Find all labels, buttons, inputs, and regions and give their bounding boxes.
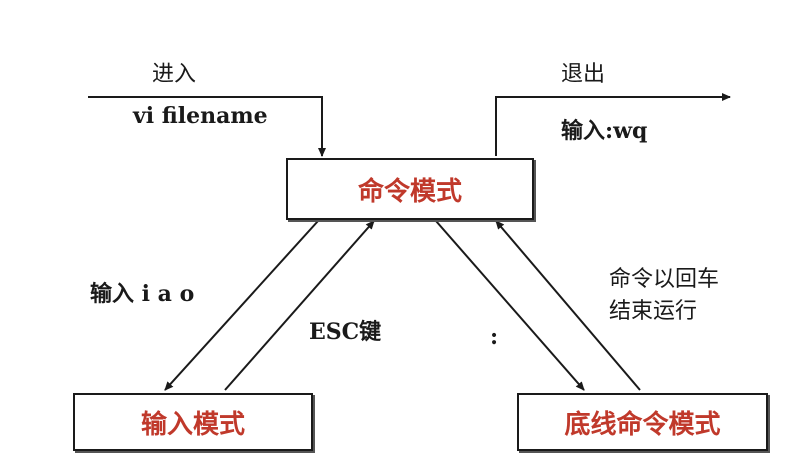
exit-command-label: 输入:wq	[561, 118, 648, 144]
insert-keys-label: 输入 i a o	[90, 281, 195, 307]
exit-arrow	[495, 93, 731, 156]
esc-key-label: ESC键	[309, 319, 382, 345]
lastline-mode-label: 底线命令模式	[564, 409, 721, 440]
return-arrow	[495, 220, 641, 391]
colon-arrow	[435, 220, 585, 391]
enter-arrow	[88, 96, 326, 157]
exit-label: 退出	[561, 62, 606, 87]
enter-command-label: vi filename	[133, 103, 268, 129]
colon-label: :	[490, 324, 499, 350]
insert-mode-label: 输入模式	[140, 409, 245, 440]
run-label: 命令以回车 结束运行	[609, 267, 720, 324]
command-mode-label: 命令模式	[357, 176, 462, 207]
insert-mode-box: 输入模式	[73, 393, 313, 451]
esc-arrow	[224, 220, 375, 391]
command-mode-box: 命令模式	[286, 158, 534, 220]
to-insert-arrow	[164, 220, 319, 391]
lastline-mode-box: 底线命令模式	[517, 393, 768, 451]
enter-label: 进入	[152, 62, 197, 87]
